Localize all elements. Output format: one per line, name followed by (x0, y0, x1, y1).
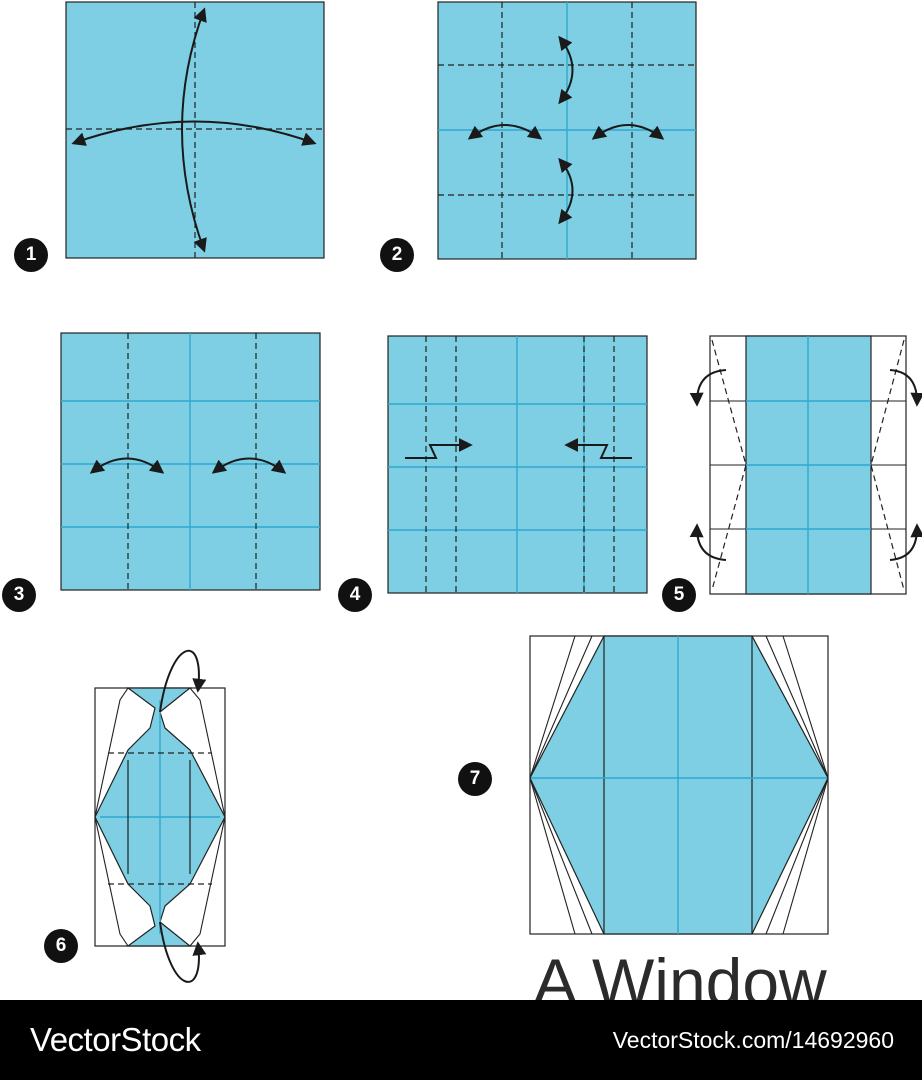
step-badge-7: 7 (458, 762, 492, 796)
step-badge-2: 2 (380, 238, 414, 272)
step-6-arrow-bottom (159, 921, 207, 983)
step-2-arrow-left (467, 124, 543, 140)
step-2-arrow-top (558, 35, 574, 105)
step-2-diagram (437, 1, 697, 260)
step-7-flap-line-tl2 (529, 635, 593, 779)
image-url-text[interactable]: VectorStock.com/14692960 (612, 1027, 894, 1053)
step-badge-4: 4 (338, 578, 372, 612)
step-6-diagram (94, 649, 226, 983)
step-7-flap-line-br1 (782, 777, 829, 935)
step-5-fold-line-right (870, 339, 905, 591)
step-badge-6: 6 (44, 929, 78, 963)
step-5-arrow-top-left (689, 369, 727, 407)
step-4-pleat-symbol-right (597, 444, 632, 459)
step-3-arrow-right (211, 457, 287, 474)
step-6-flap-edge-bl (94, 816, 129, 947)
step-3-arrow-left (89, 457, 165, 474)
step-2-arrow-bottom (558, 157, 574, 225)
step-7-flap-line-tr2 (765, 635, 829, 779)
step-badge-3: 3 (2, 578, 36, 612)
brand-logo-text[interactable]: VectorStock (30, 1021, 201, 1058)
step-5-arrow-bottom-left (689, 523, 727, 561)
step-6-arrow-top (159, 649, 207, 713)
step-badge-5: 5 (662, 578, 696, 612)
step-5-diagram (689, 335, 922, 595)
footer-bar: VectorStock VectorStock.com/14692960 (0, 1000, 922, 1080)
step-5-fold-line-left (711, 339, 747, 591)
step-2-arrow-right (591, 124, 665, 140)
diagram-title: A Window (533, 945, 827, 1000)
step-4-diagram (387, 335, 648, 594)
step-5-arrow-bottom-right (889, 523, 922, 561)
step-badge-1: 1 (14, 238, 48, 272)
step-6-flap-edge-tl (94, 687, 129, 818)
origami-diagram (60, 1, 922, 983)
step-1-diagram (65, 1, 325, 259)
step-1-vertical-fold-arrow (181, 7, 207, 253)
step-7-flap-line-bl2 (529, 777, 593, 935)
step-7-flap-line-tr1 (782, 635, 829, 779)
step-7-flap-line-br2 (765, 777, 829, 935)
step-7-flap-line-tl1 (529, 635, 576, 779)
step-5-arrow-top-right (889, 369, 922, 407)
step-7-flap-line-bl1 (529, 777, 576, 935)
step-3-diagram (60, 332, 321, 591)
step-7-diagram (529, 635, 829, 935)
step-4-pleat-symbol-left (405, 444, 440, 459)
